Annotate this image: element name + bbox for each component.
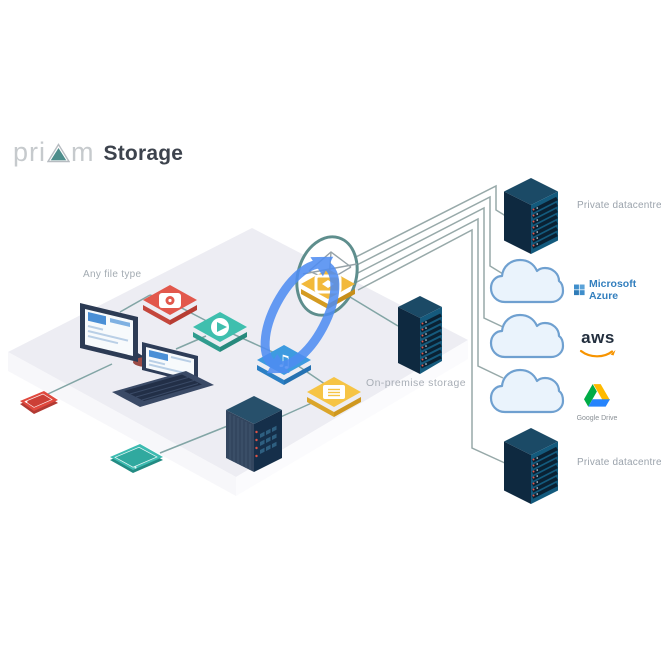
cloud-icon-gdrive [489,368,565,414]
camera-icon [159,293,181,308]
logo-text-m: m [71,137,95,167]
prism-output-lines [345,184,515,465]
microsoft-azure-logo: Microsoft Azure [574,278,661,302]
tile-video [193,312,247,352]
server-rack-private-top [502,176,560,256]
microsoft-logo-icon [574,284,585,296]
cloud-icon-aws [489,313,565,359]
aws-smile-icon [579,349,616,358]
prism-triangle-icon [47,143,71,163]
document-icon [323,385,345,399]
play-icon [211,318,229,336]
logo-text-pri: pri [13,137,47,167]
label-google-drive: Google Drive [576,415,618,422]
label-on-premise-storage: On-premise storage [366,377,466,389]
tile-photo [143,285,197,325]
laptop [112,342,214,407]
label-private-datacentre-bottom: Private datacentre [577,457,661,468]
cloud-icon-azure [489,258,565,304]
logo-product-name: Storage [103,142,184,165]
label-aws: aws [581,328,615,347]
tile-document [307,377,361,417]
google-drive-logo: Google Drive [575,384,619,422]
label-private-datacentre-top: Private datacentre [577,200,661,211]
aws-logo: aws [579,329,617,364]
tablet [110,444,163,473]
smartphone [20,391,58,414]
sync-arrows-icon [260,256,340,374]
label-microsoft-azure: Microsoft Azure [588,278,637,302]
google-drive-icon [584,384,610,407]
server-tower [226,396,282,472]
label-any-file-type: Any file type [83,269,142,280]
server-rack-private-bottom [502,426,560,506]
server-rack-onpremise [398,296,442,374]
prizm-storage-logo: pri m Storage [13,139,183,166]
